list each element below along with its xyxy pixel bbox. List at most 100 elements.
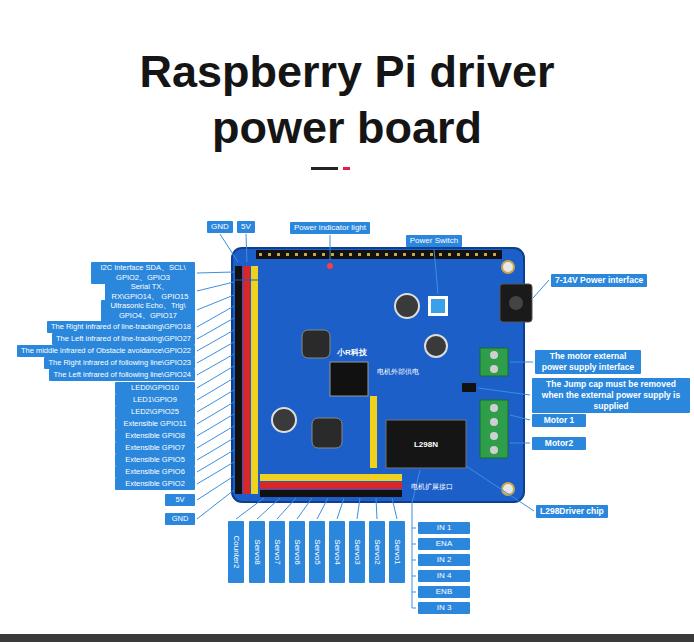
callout-text: Extensible GPIO5: [119, 455, 191, 465]
callout-box: GND: [165, 513, 195, 525]
title-dash: [311, 167, 338, 170]
callout-text: The motor external power supply interfac…: [539, 351, 637, 373]
callout-text: Servo4: [332, 539, 342, 564]
pin-column: [370, 396, 377, 468]
callout-text: IN 4: [422, 571, 466, 582]
top-header: [256, 250, 502, 259]
callout-box: GND: [207, 221, 233, 234]
callout-box: Motor2: [532, 437, 586, 450]
callout-text: Power Switch: [410, 236, 458, 247]
callout-text: Serial TX、RX\GPIO14、 GPIO15: [109, 282, 191, 302]
callout-box: IN 3: [418, 602, 470, 615]
callout-box: The Right infrared of following line\GPI…: [44, 357, 195, 369]
callout-text: I2C Interface SDA、SCL\ GPIO2、GPIO3: [95, 263, 191, 283]
leader-lines: [197, 234, 549, 608]
callout-text: L298Driver chip: [540, 506, 604, 517]
callout-text: The middle infrared of Obstacle avoidanc…: [21, 346, 191, 356]
callout-text: The Left infrared of line-tracking\GPIO2…: [56, 334, 191, 344]
callout-box: Extensible GPIO11: [115, 418, 195, 430]
callout-box: ENB: [418, 586, 470, 599]
callout-box: LED2\GPIO25: [115, 406, 195, 418]
callout-text: IN 2: [422, 555, 466, 566]
pcb-board: [232, 248, 524, 502]
callout-box: ENA: [418, 538, 470, 551]
callout-text: Servo6: [292, 539, 302, 564]
callout-text: Extensible GPIO8: [119, 431, 191, 441]
callout-text: Counter2: [231, 536, 241, 569]
callout-text: LED2\GPIO25: [119, 407, 191, 417]
silkscreen-label: 电机扩展接口: [411, 483, 453, 492]
jumper-cap: [462, 383, 476, 392]
callout-box: 7-14V Power interface: [551, 274, 647, 287]
callout-text: IN 1: [422, 523, 466, 534]
callout-text: ENB: [422, 587, 466, 598]
callout-box: The motor external power supply interfac…: [535, 350, 641, 374]
callout-box: IN 2: [418, 554, 470, 567]
callout-box: The Left infrared of following line\GPIO…: [49, 369, 195, 381]
inductor: [302, 330, 330, 358]
power-led: [327, 263, 333, 269]
callout-box: Extensible GPIO2: [115, 478, 195, 490]
callout-text: The Right infrared of following line\GPI…: [48, 358, 191, 368]
callout-text: Extensible GPIO6: [119, 467, 191, 477]
servo-callout-box: Servo4: [329, 521, 345, 583]
callout-text: LED1\GPIO9: [119, 395, 191, 405]
callout-box: IN 4: [418, 570, 470, 583]
callout-text: IN 3: [422, 603, 466, 614]
callout-text: The Left infrared of following line\GPIO…: [53, 370, 191, 380]
servo-callout-box: Servo1: [389, 521, 405, 583]
callout-text: Servo2: [372, 539, 382, 564]
terminal-block: [480, 348, 508, 458]
title: Raspberry Pi driver power board: [87, 44, 607, 156]
mount-hole: [502, 261, 514, 273]
callout-text: The Jump cap must be removed when the ex…: [536, 379, 686, 412]
callout-text: Ultrasonic Echo、Trig\ GPIO4、GPIO17: [105, 301, 191, 321]
callout-text: Extensible GPIO7: [119, 443, 191, 453]
callout-box: Power Switch: [406, 235, 462, 248]
bottom-bar: [0, 634, 694, 642]
callout-box: Extensible GPIO7: [115, 442, 195, 454]
power-jack: [500, 284, 532, 322]
callout-box: 5V: [165, 494, 195, 506]
power-switch: [428, 296, 448, 316]
callout-text: The Right infrared of line-tracking\GPIO…: [51, 322, 191, 332]
callout-text: Servo7: [272, 539, 282, 564]
callout-text: 5V: [169, 495, 191, 505]
callout-text: Extensible GPIO11: [119, 419, 191, 429]
callout-box: The Right infrared of line-tracking\GPIO…: [47, 321, 195, 333]
silkscreen-label: L298N: [414, 440, 438, 449]
callout-text: Servo3: [352, 539, 362, 564]
callout-text: Extensible GPIO2: [119, 479, 191, 489]
callout-text: Servo5: [312, 539, 322, 564]
bottom-header: [260, 474, 402, 497]
callout-box: Motor 1: [532, 414, 586, 427]
callout-box: The Left infrared of line-tracking\GPIO2…: [52, 333, 195, 345]
servo-callout-box: Servo7: [269, 521, 285, 583]
callout-text: Power indicator light: [294, 223, 366, 234]
servo-callout-box: Servo8: [249, 521, 265, 583]
callout-box: LED0\GPIO10: [115, 382, 195, 394]
callout-box: The middle infrared of Obstacle avoidanc…: [17, 345, 195, 357]
driver-chip: [386, 420, 466, 468]
callout-box: Extensible GPIO6: [115, 466, 195, 478]
callout-text: Servo1: [392, 539, 402, 564]
callout-box: IN 1: [418, 522, 470, 535]
callout-box: Extensible GPIO8: [115, 430, 195, 442]
callout-text: 7-14V Power interface: [555, 275, 643, 286]
callout-text: GND: [169, 514, 191, 524]
callout-text: Motor2: [536, 438, 582, 449]
regulator-chip: [330, 362, 368, 396]
title-dash-accent: [343, 167, 350, 170]
callout-text: GND: [211, 222, 229, 233]
silkscreen-label: 小R科技: [337, 347, 367, 358]
servo-callout-box: Servo2: [369, 521, 385, 583]
callout-box: Ultrasonic Echo、Trig\ GPIO4、GPIO17: [101, 300, 195, 322]
callout-box: L298Driver chip: [536, 505, 608, 518]
callout-text: LED0\GPIO10: [119, 383, 191, 393]
capacitor: [272, 294, 447, 432]
callout-box: 5V: [237, 221, 255, 234]
callout-text: Motor 1: [536, 415, 582, 426]
callout-text: Servo8: [252, 539, 262, 564]
servo-callout-box: Servo3: [349, 521, 365, 583]
callout-box: LED1\GPIO9: [115, 394, 195, 406]
